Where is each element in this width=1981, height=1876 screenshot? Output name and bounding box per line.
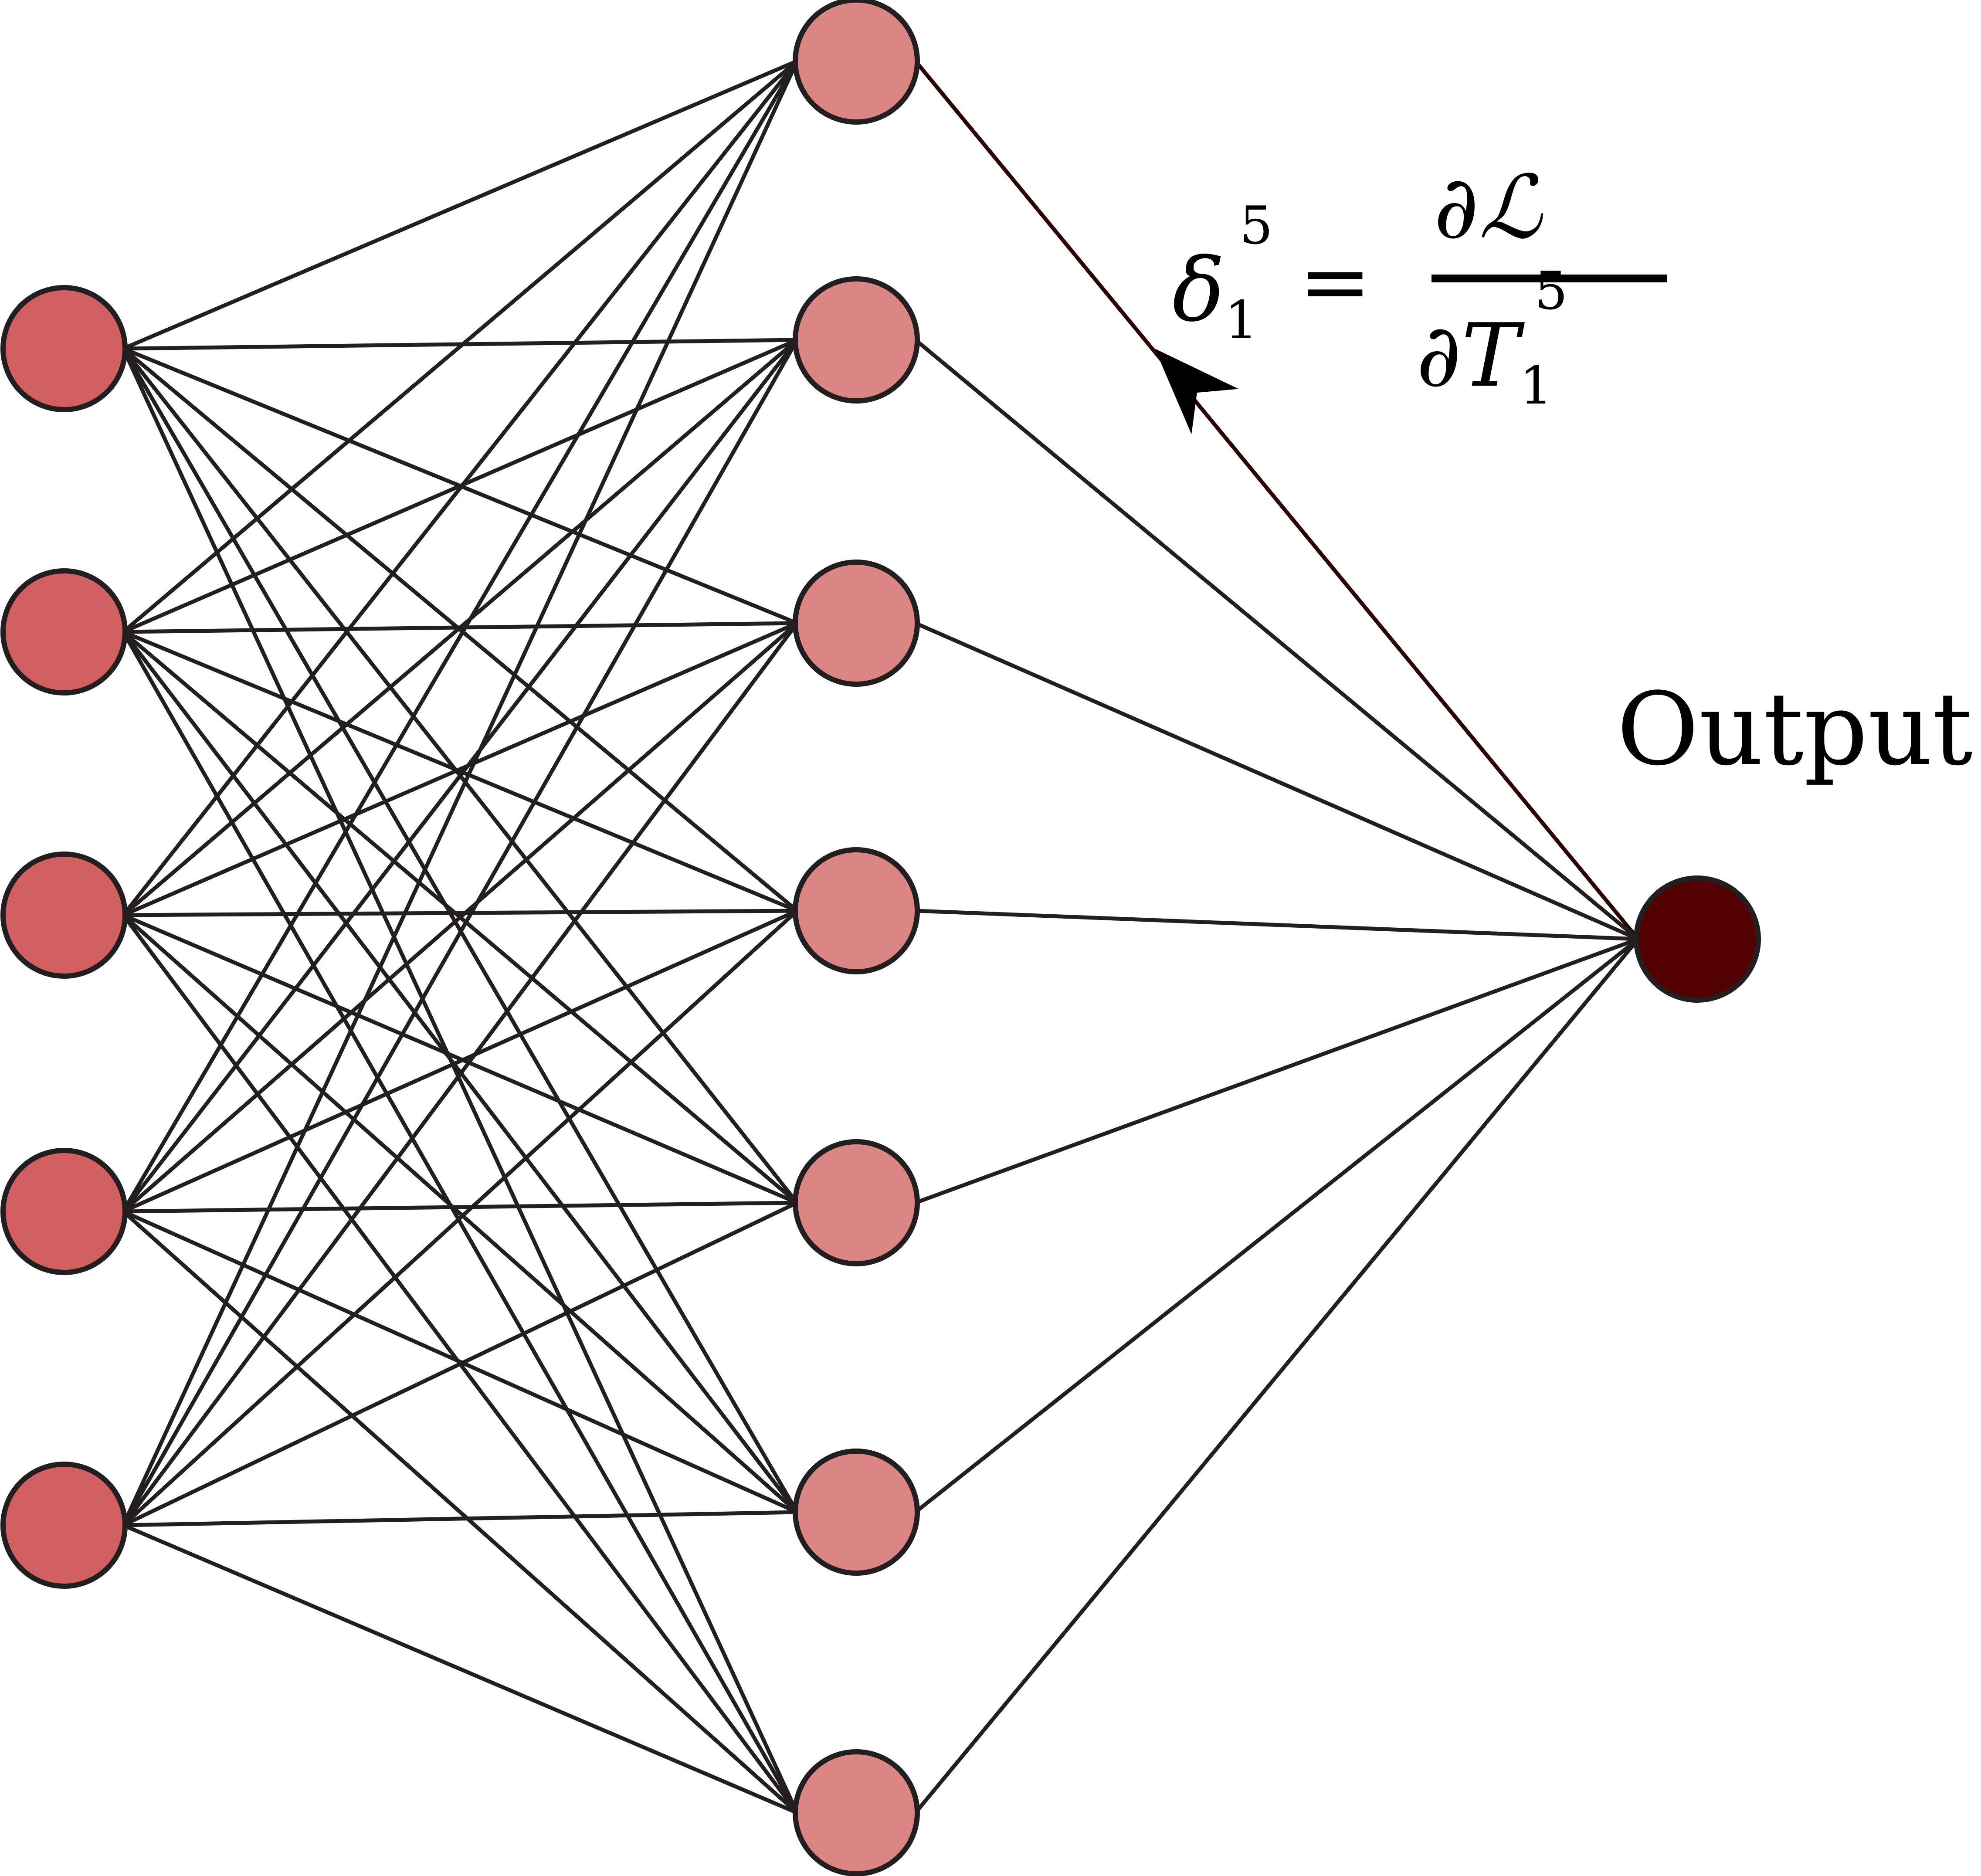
hidden-node-7: [793, 1749, 920, 1876]
edge: [122, 1523, 798, 1815]
hidden-node-2: [793, 276, 920, 404]
hidden-node-5: [793, 1139, 920, 1266]
formula-equals: =: [1299, 231, 1372, 332]
gradient-formula: δ15 = ∂ℒ ∂T15: [1172, 157, 1667, 436]
edge: [122, 909, 799, 1527]
output-node-1: [1634, 875, 1761, 1003]
output-label: Output: [1617, 672, 1973, 788]
edge: [121, 60, 799, 1213]
backprop-arrow-icon: [1155, 349, 1239, 434]
edge: [914, 621, 1639, 941]
edge: [914, 338, 1640, 941]
fraction-bar: [1431, 275, 1667, 282]
edge: [914, 937, 1639, 1514]
arrowhead-icon: [1155, 349, 1239, 434]
edge: [122, 913, 798, 1205]
input-node-1: [0, 285, 128, 412]
formula-numerator: ∂ℒ: [1434, 157, 1542, 258]
hidden-node-3: [793, 560, 920, 687]
edge: [122, 338, 799, 917]
network-edges: [121, 59, 1640, 1815]
edge: [122, 621, 799, 1213]
hidden-node-4: [793, 847, 920, 974]
edge: [122, 1209, 798, 1514]
edge: [123, 1201, 797, 1214]
edge: [122, 622, 799, 1527]
edge: [122, 339, 799, 1213]
edge: [123, 909, 797, 917]
edge: [122, 913, 799, 1514]
edge: [122, 59, 798, 351]
hidden-node-6: [793, 1449, 920, 1576]
edge: [915, 937, 1639, 1205]
edge: [122, 1201, 798, 1527]
edge: [122, 630, 798, 913]
edge: [122, 621, 798, 917]
formula-lhs: δ15: [1172, 196, 1273, 351]
edge: [122, 60, 799, 916]
input-node-2: [0, 568, 128, 695]
hidden-node-1: [793, 0, 920, 125]
edge: [122, 1210, 799, 1815]
edge: [123, 1510, 797, 1527]
edge: [121, 348, 799, 1814]
edge: [121, 631, 799, 1814]
edge: [122, 59, 799, 634]
input-node-5: [0, 1462, 128, 1589]
network-nodes: [0, 0, 1761, 1876]
edge: [122, 909, 798, 1214]
highlighted-edge: [914, 60, 1640, 940]
edge: [121, 339, 799, 1527]
edge: [914, 938, 1640, 1814]
input-node-3: [0, 851, 128, 979]
input-node-4: [0, 1148, 128, 1275]
edge: [121, 60, 799, 1526]
edge: [915, 909, 1638, 941]
formula-denominator: ∂T15: [1416, 261, 1568, 416]
